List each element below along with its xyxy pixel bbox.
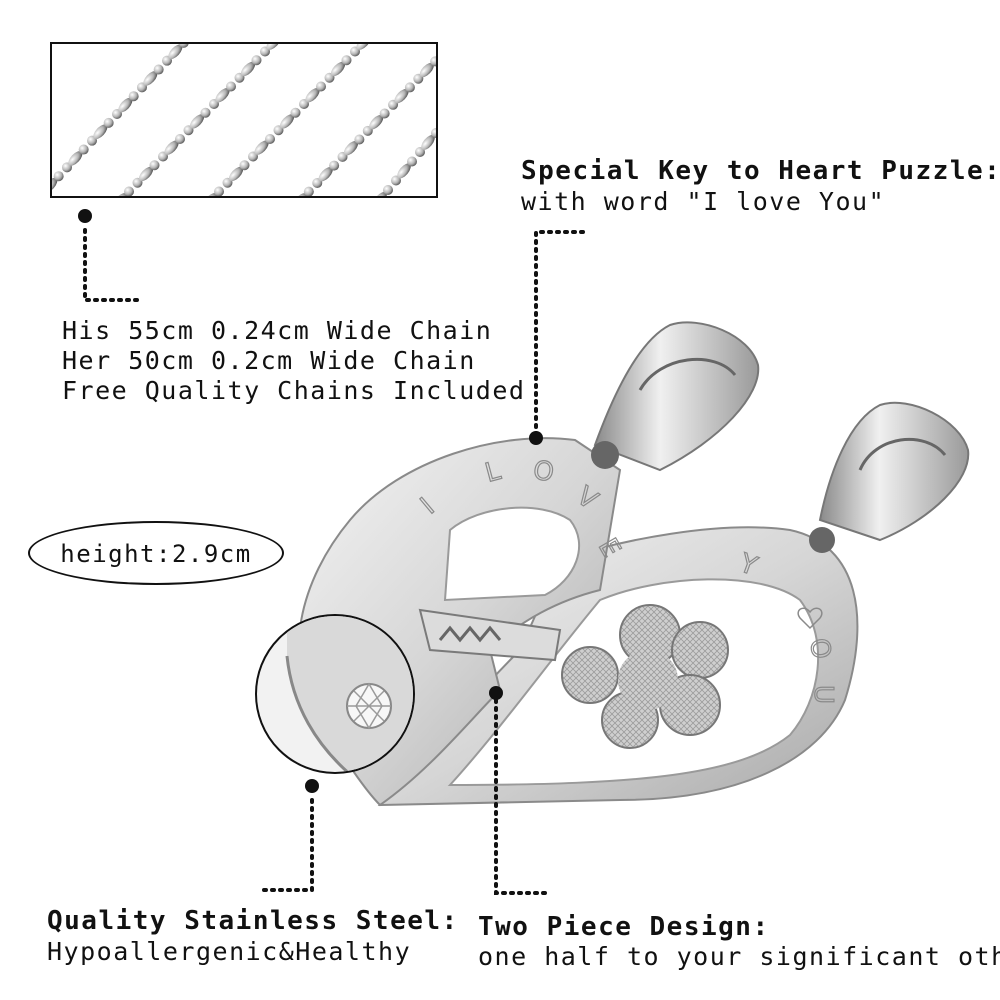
steel-title: Quality Stainless Steel: (47, 906, 459, 936)
chain-bead (153, 64, 164, 75)
chain-link (68, 151, 83, 166)
design-subtitle: one half to your significant other (478, 942, 1000, 971)
chain-bead (430, 56, 436, 67)
gem-magnifier (255, 614, 415, 774)
chain-bead (178, 44, 189, 48)
chain-link (228, 166, 244, 182)
design-leader-line (494, 698, 552, 895)
chain-link (343, 141, 358, 156)
chain-bead (175, 134, 185, 144)
key-bow-flower (561, 604, 729, 749)
left-bail-hole (591, 441, 619, 469)
chain-bead (214, 186, 224, 196)
chain-bead (341, 55, 352, 66)
chain-bead (200, 107, 211, 118)
chain-link (189, 114, 205, 129)
chain-link (419, 62, 434, 78)
key-leader-line (534, 230, 590, 437)
engraving-right-2: U (808, 685, 838, 704)
steel-leader-dot (305, 779, 319, 793)
design-leader-dot (489, 686, 503, 700)
design-title: Two Piece Design: (478, 912, 770, 942)
chain-bead (303, 186, 314, 196)
chain-bead (407, 156, 417, 167)
crystal-gem-icon (346, 682, 392, 730)
chain-link (240, 61, 256, 77)
chain-link (356, 44, 371, 50)
chain-bead (251, 55, 262, 66)
chain-link (254, 140, 269, 155)
chain-bead (404, 82, 415, 93)
chain-link (279, 114, 295, 129)
chain-inset-image (50, 42, 438, 198)
chain-link (215, 88, 230, 103)
chain-link (397, 163, 411, 179)
chain-bead (383, 185, 393, 195)
key-leader-dot (529, 431, 543, 445)
key-puzzle-subtitle: with word "I love You" (521, 187, 886, 216)
chain-link (394, 88, 409, 104)
chain-bead (226, 81, 236, 92)
chain-leader-line (83, 228, 140, 302)
chain-line-1: His 55cm 0.24cm Wide Chain (62, 316, 493, 345)
heart-engraving-icon (797, 607, 823, 630)
chain-link (305, 88, 320, 103)
chain-bead (265, 134, 275, 144)
chain-link (164, 140, 179, 155)
steel-leader-line (256, 798, 314, 892)
chain-link (373, 192, 387, 196)
chain-link (93, 124, 108, 140)
chain-bead (53, 171, 64, 182)
chain-link (138, 166, 154, 182)
chain-bead (149, 160, 160, 171)
chain-bead (290, 107, 301, 118)
chain-bead (354, 134, 365, 145)
left-bail (593, 321, 760, 472)
chain-line-2: Her 50cm 0.2cm Wide Chain (62, 346, 476, 375)
chain-bead (128, 91, 139, 102)
chain-link (330, 61, 346, 77)
chain-line-3: Free Quality Chains Included (62, 376, 526, 405)
chain-link (168, 44, 183, 60)
height-label: height:2.9cm (60, 540, 252, 568)
chain-strands (52, 44, 436, 196)
chain-link (118, 97, 133, 113)
chain-bead (431, 128, 436, 138)
chain-bead (78, 144, 89, 155)
key-puzzle-title: Special Key to Heart Puzzle: (521, 156, 1000, 186)
chain-leader-dot (78, 209, 92, 223)
chain-link (318, 167, 333, 182)
right-bail (818, 401, 970, 542)
chain-link (266, 44, 281, 50)
chain-bead (103, 117, 114, 128)
chain-bead (124, 186, 134, 196)
right-bail-hole (809, 527, 835, 553)
chain-bead (239, 160, 250, 171)
steel-subtitle: Hypoallergenic&Healthy (47, 937, 412, 966)
chain-bead (316, 81, 326, 92)
chain-bead (329, 160, 340, 171)
chain-link (52, 177, 58, 193)
chain-link (369, 114, 384, 130)
chain-bead (379, 108, 390, 119)
chain-link (143, 71, 158, 86)
chain-link (421, 135, 435, 150)
height-badge: height:2.9cm (28, 521, 284, 585)
